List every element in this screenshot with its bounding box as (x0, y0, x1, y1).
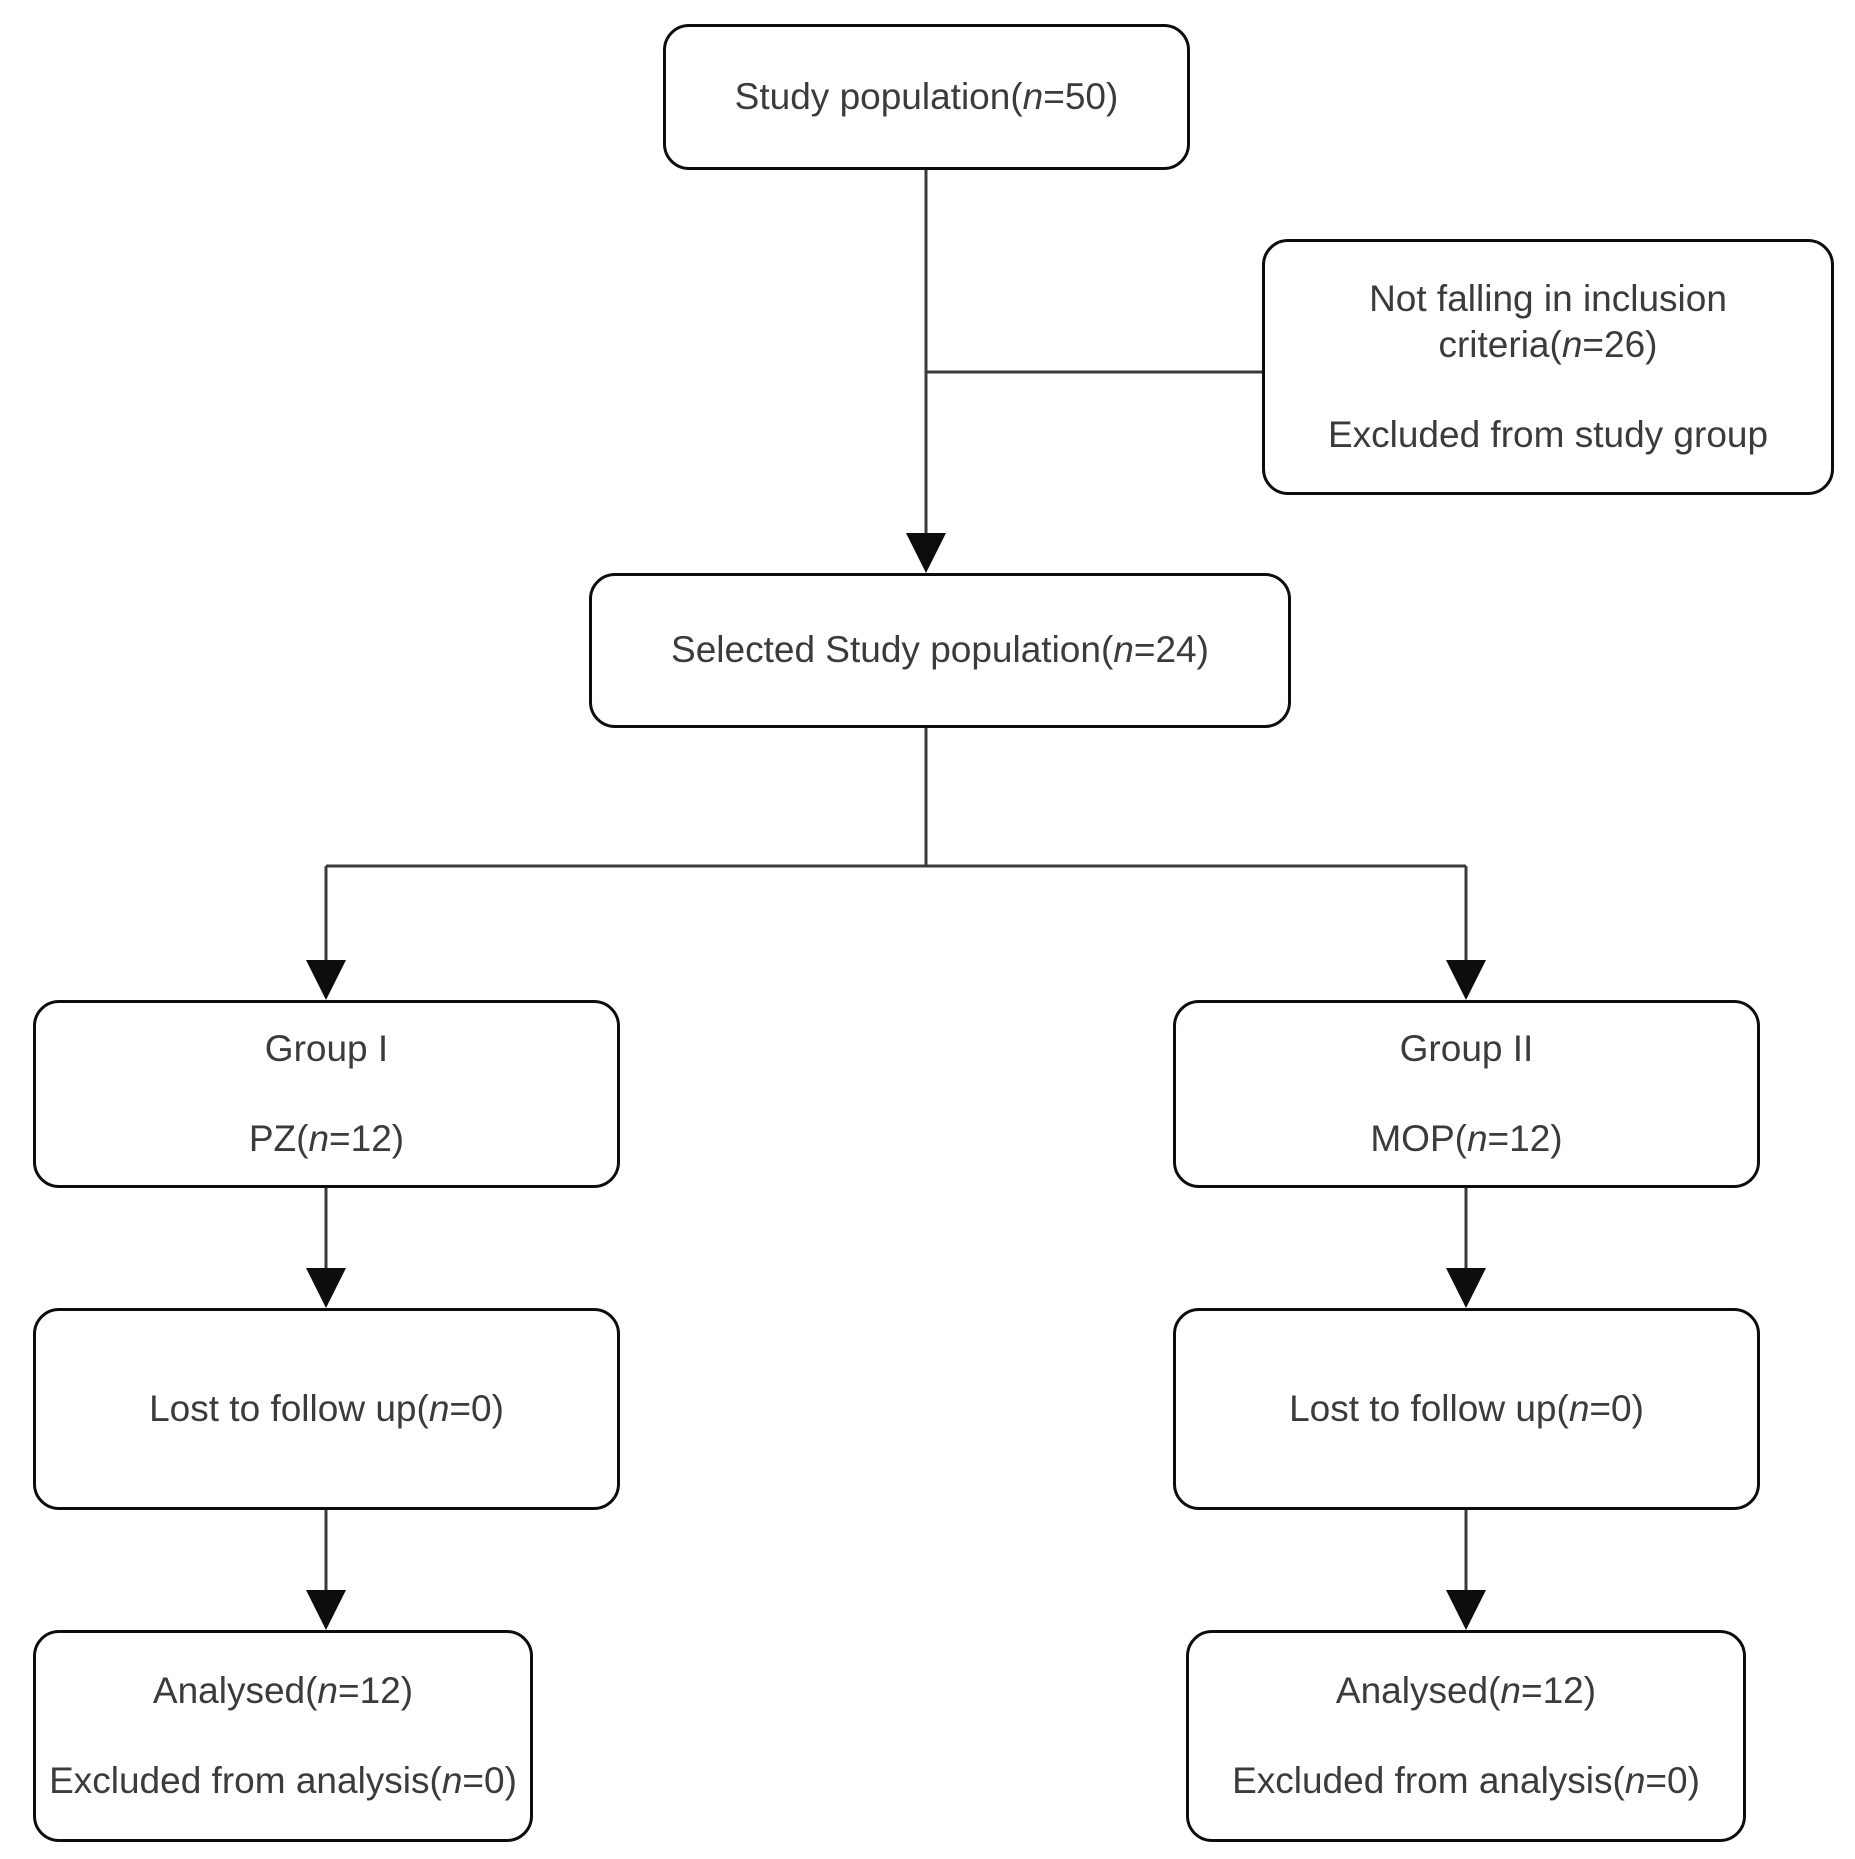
node-selected-study-population: Selected Study population(n=24) (589, 573, 1291, 728)
node-group-one-label: Group I (264, 1027, 389, 1069)
node-selected-study-population-text: Selected Study population(n=24) (671, 629, 1209, 671)
node-lost-to-follow-up-left: Lost to follow up(n=0) (33, 1308, 620, 1510)
node-group-two-detail: MOP(n=12) (1370, 1118, 1563, 1159)
node-analysed-left: Analysed(n=12) Excluded from analysis(n=… (33, 1630, 533, 1842)
node-analysed-left-line-1: Analysed(n=12) (152, 1669, 414, 1711)
node-lost-right-text: Lost to follow up(n=0) (1289, 1387, 1644, 1429)
node-analysed-right-line-1: Analysed(n=12) (1335, 1669, 1597, 1711)
node-group-one-detail: PZ(n=12) (248, 1118, 405, 1159)
node-lost-left-text: Lost to follow up(n=0) (149, 1387, 504, 1429)
node-study-population-text: Study population(n=50) (734, 75, 1119, 117)
node-analysed-right-line-2: Excluded from analysis(n=0) (1232, 1760, 1700, 1801)
node-analysed-right: Analysed(n=12) Excluded from analysis(n=… (1186, 1630, 1746, 1842)
node-not-falling-line-1: Not falling in inclusion (1369, 277, 1727, 319)
node-study-population: Study population(n=50) (663, 24, 1190, 170)
arrowhead-group-one (306, 960, 346, 1000)
arrowhead-analysed-left (306, 1590, 346, 1630)
node-not-falling-inclusion: Not falling in inclusion criteria(n=26) … (1262, 239, 1834, 495)
arrowhead-analysed-right (1446, 1590, 1486, 1630)
node-analysed-left-line-2: Excluded from analysis(n=0) (49, 1760, 517, 1801)
arrowhead-group-two (1446, 960, 1486, 1000)
node-lost-to-follow-up-right: Lost to follow up(n=0) (1173, 1308, 1760, 1510)
node-not-falling-line-3: Excluded from study group (1327, 414, 1769, 456)
node-not-falling-line-2: criteria(n=26) (1438, 323, 1658, 365)
arrowhead-lost-left (306, 1268, 346, 1308)
node-group-one: Group I PZ(n=12) (33, 1000, 620, 1188)
arrowhead-lost-right (1446, 1268, 1486, 1308)
node-group-two: Group II MOP(n=12) (1173, 1000, 1760, 1188)
node-group-two-label: Group II (1399, 1027, 1534, 1069)
arrowhead-selected-population (906, 533, 946, 573)
